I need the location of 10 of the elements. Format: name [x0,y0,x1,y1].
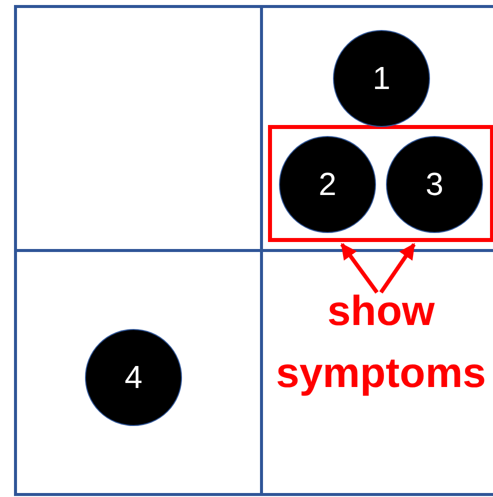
numbered-circle: 3 [386,136,483,233]
arrow [379,243,416,294]
annotation-text: show symptoms [263,280,493,404]
numbered-circle: 1 [333,30,430,127]
numbered-circle: 2 [279,136,376,233]
numbered-circle: 4 [85,329,182,426]
arrow [340,243,379,294]
grid-cell [14,5,263,252]
highlight-frame [268,125,493,242]
grid-cell [14,249,263,496]
